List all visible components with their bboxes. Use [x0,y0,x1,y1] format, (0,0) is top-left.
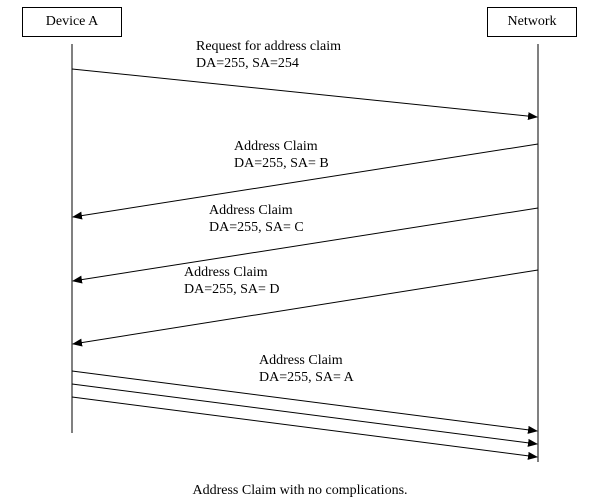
message-title: Address Claim [234,139,318,154]
diagram-caption: Address Claim with no complications. [192,483,408,498]
message-detail: DA=255, SA=254 [196,56,299,71]
participant-device-a: Device A [22,7,122,37]
message-title: Address Claim [184,265,268,280]
message-label-claim-d: Address Claim DA=255, SA= D [184,264,280,298]
participant-device-a-label: Device A [45,14,99,29]
message-arrow-claim-b [72,143,539,220]
message-arrow-claim-d [72,269,539,347]
message-arrow-claim-a-1 [71,370,538,434]
message-label-request: Request for address claim DA=255, SA=254 [196,38,341,72]
message-label-claim-c: Address Claim DA=255, SA= C [209,202,304,236]
message-title: Address Claim [209,203,293,218]
message-arrow-claim-a-3 [71,396,538,460]
message-arrow-claim-c [72,207,539,284]
message-arrow-claim-a-2 [71,383,538,447]
message-label-claim-b: Address Claim DA=255, SA= B [234,138,329,172]
participant-network: Network [487,7,577,37]
message-label-claim-a: Address Claim DA=255, SA= A [259,352,354,386]
message-arrow-request [71,68,538,121]
message-detail: DA=255, SA= C [209,220,304,235]
message-detail: DA=255, SA= D [184,282,280,297]
message-detail: DA=255, SA= B [234,156,329,171]
message-title: Address Claim [259,353,343,368]
message-title: Request for address claim [196,39,342,54]
participant-network-label: Network [507,14,557,29]
message-detail: DA=255, SA= A [259,370,354,385]
